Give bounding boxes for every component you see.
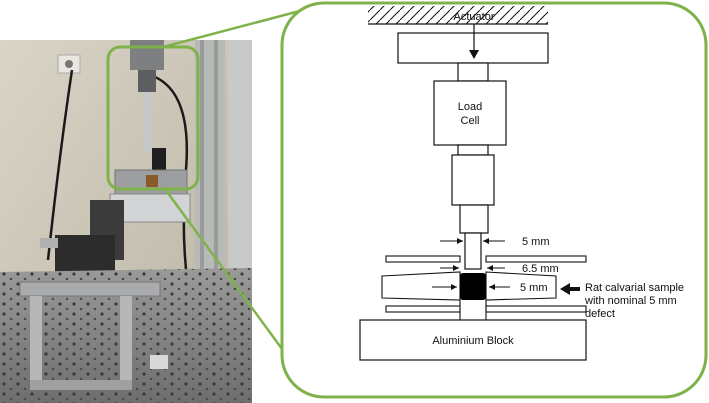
aluminium-block	[359, 319, 587, 361]
aluminium-block-label: Aluminium Block	[432, 335, 514, 347]
indenter-upper	[459, 204, 489, 234]
sample-label-1: Rat calvarial sample	[585, 282, 684, 294]
clamp-plate-lower-left	[385, 305, 461, 313]
sample-label-2: with nominal 5 mm	[584, 295, 677, 307]
outlet-socket	[65, 60, 73, 68]
dim-label-indenter: 5 mm	[522, 236, 550, 248]
sample-pointer-arrow	[560, 283, 580, 295]
xy-stage-base	[55, 235, 115, 275]
rat-calvarial-sample	[460, 273, 486, 300]
load-cell-label-1: Load	[458, 101, 482, 113]
stand-foot	[30, 380, 132, 390]
arrow-head	[483, 238, 489, 244]
frame-groove	[200, 40, 204, 403]
clamp-knob	[152, 148, 166, 172]
frame-groove	[214, 40, 218, 403]
actuator-arrow-head	[469, 50, 479, 59]
actuator-block	[397, 32, 549, 64]
connector-lower	[457, 144, 489, 156]
stand-leg	[120, 296, 132, 390]
actuator-label: Actuator	[454, 11, 495, 23]
stand-leg	[30, 296, 42, 390]
load-cell-photo	[138, 70, 156, 92]
ceiling-hatch	[368, 6, 548, 24]
indenter-holder	[451, 154, 495, 206]
arrow-head	[487, 265, 493, 271]
actuator-head	[130, 40, 164, 70]
test-rig-photo	[0, 40, 252, 403]
sample-label-3: defect	[585, 308, 615, 320]
arrow-head	[489, 284, 495, 290]
connector-upper	[457, 62, 489, 82]
arrow-head	[451, 284, 457, 290]
bracket	[150, 355, 168, 369]
holder-left	[381, 271, 461, 301]
clamp-plate-upper-left	[385, 255, 461, 263]
load-cell-label-2: Cell	[461, 115, 480, 127]
micrometer	[40, 238, 58, 248]
dim-label-sample: 5 mm	[520, 282, 548, 294]
cable	[46, 69, 74, 261]
clamp-plate-lower-right	[485, 305, 587, 313]
arrow-head	[453, 265, 459, 271]
zoom-box	[106, 45, 200, 191]
sample-photo	[146, 175, 158, 187]
dim-label-hole: 6.5 mm	[522, 263, 559, 275]
indenter-rod	[143, 92, 151, 152]
indenter-tip	[464, 232, 482, 270]
arrow-head	[457, 238, 463, 244]
load-cell	[433, 80, 507, 146]
stand-top	[19, 281, 161, 297]
clamp-plate-upper-right	[485, 255, 587, 263]
